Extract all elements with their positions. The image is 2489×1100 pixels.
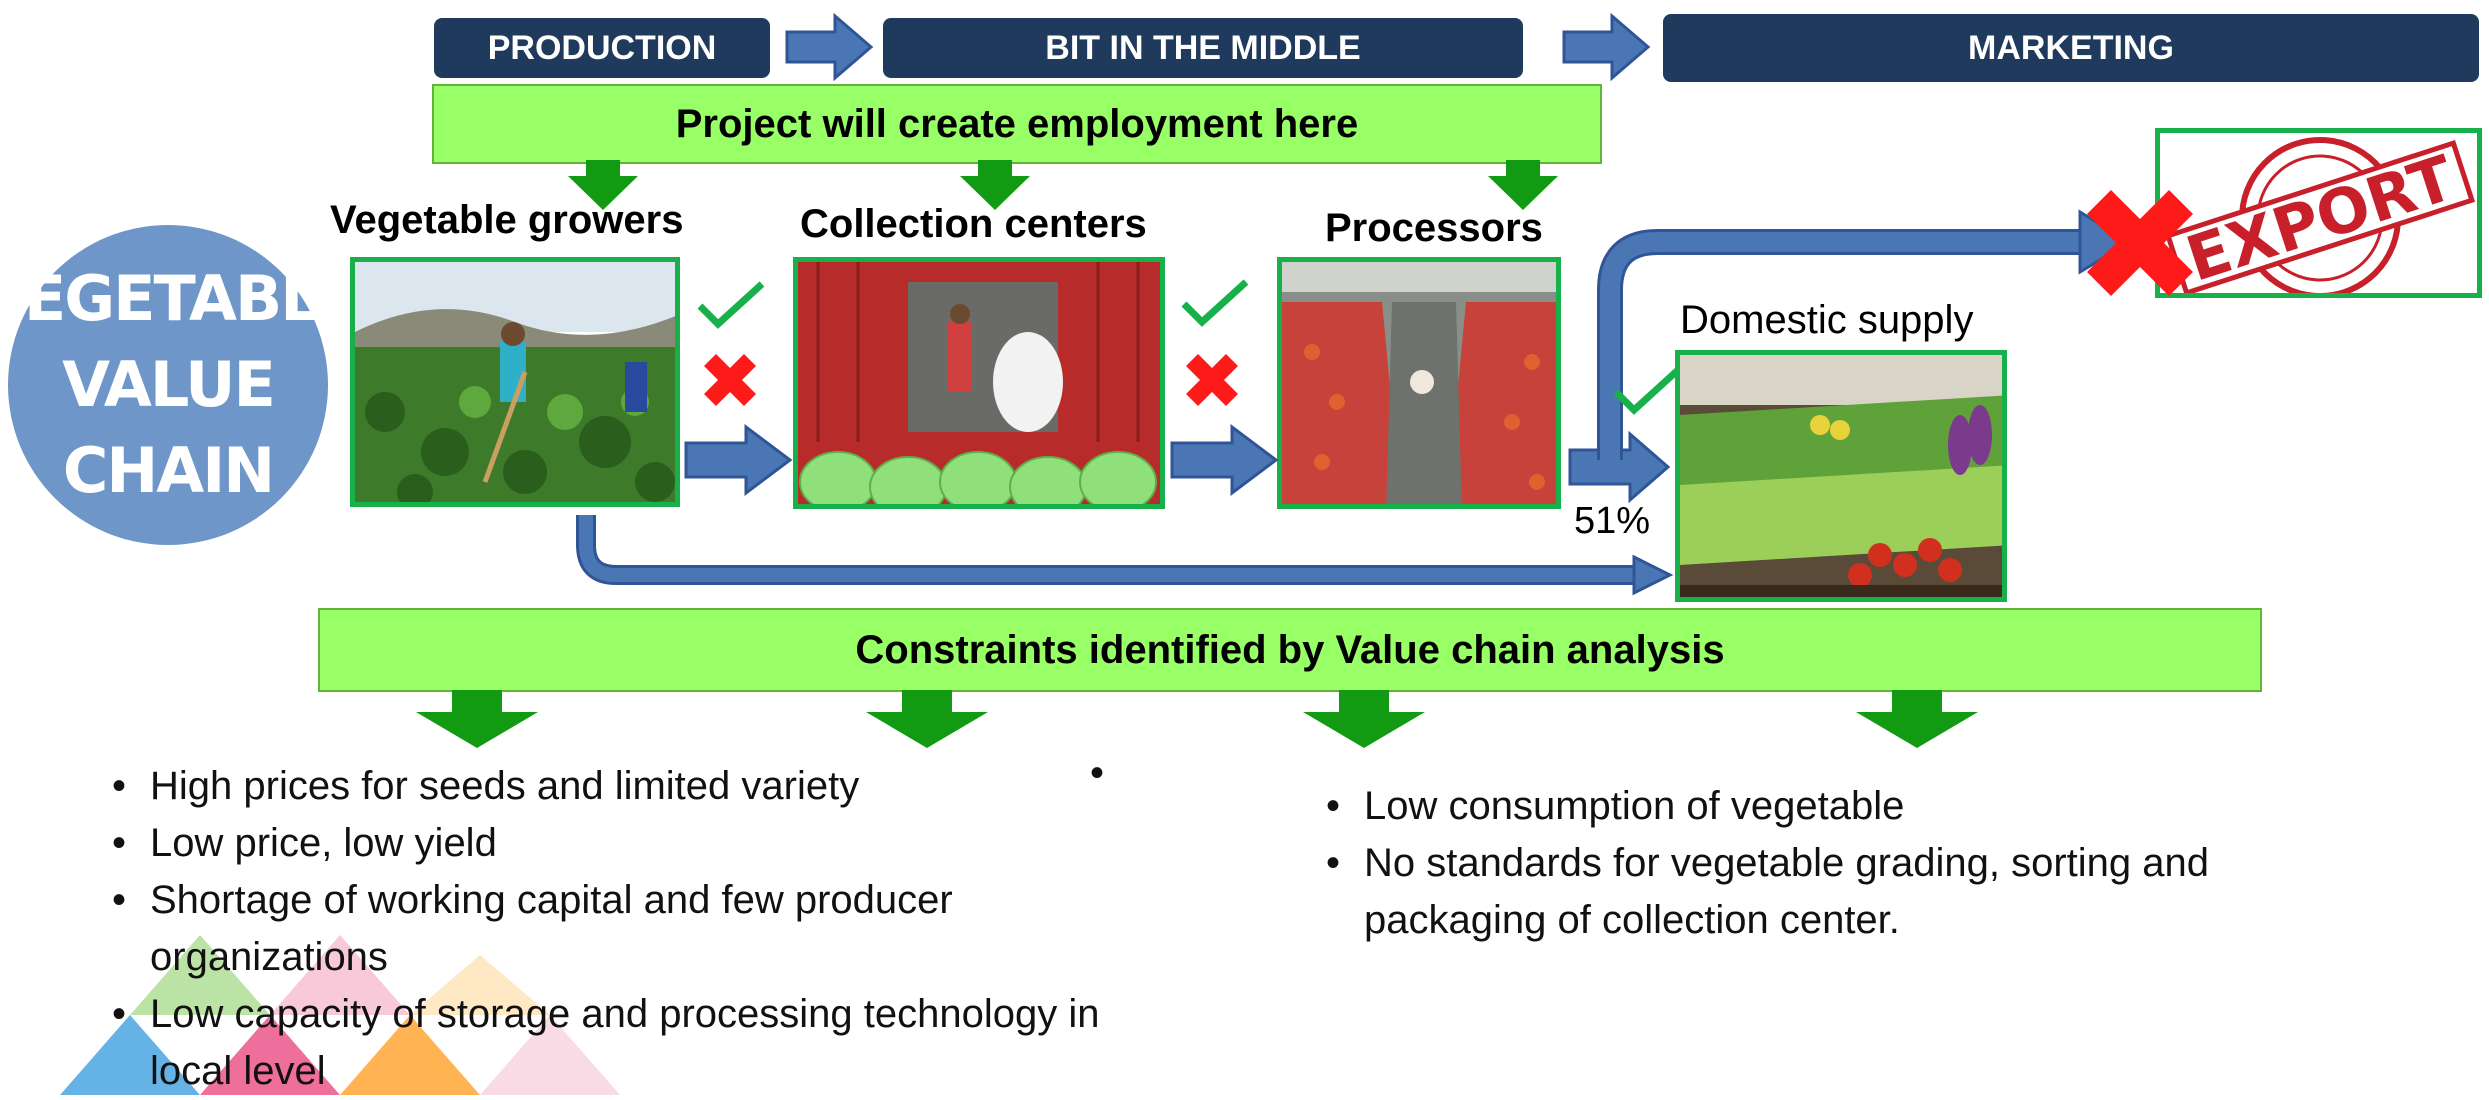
down-arrow-constraint-3 bbox=[1303, 690, 1425, 748]
down-arrow-processors bbox=[1488, 160, 1558, 210]
down-arrow-growers bbox=[568, 160, 638, 210]
right-bullet-list: Low consumption of vegetable No standard… bbox=[1326, 778, 2326, 949]
list-item: Shortage of working capital and few prod… bbox=[112, 872, 1152, 986]
check-icon bbox=[1181, 279, 1249, 327]
title-circle: VEGETABLE VALUE CHAIN bbox=[0, 225, 360, 545]
arrow-processors-to-domestic bbox=[1568, 430, 1671, 504]
domestic-photo bbox=[1675, 350, 2007, 602]
title-line-2: VALUE bbox=[62, 348, 276, 421]
list-item: Low capacity of storage and processing t… bbox=[112, 986, 1152, 1100]
check-icon bbox=[1613, 367, 1681, 415]
stage-arrow-1 bbox=[785, 12, 874, 82]
heading-domestic: Domestic supply bbox=[1680, 298, 1974, 342]
employment-bar: Project will create employment here bbox=[432, 84, 1602, 164]
share-label: 51% bbox=[1574, 500, 1651, 542]
title-line-3: CHAIN bbox=[62, 434, 275, 507]
export-stamp: EXPORT bbox=[2155, 128, 2482, 298]
arrow-growers-to-collection bbox=[684, 424, 793, 496]
arrow-collection-to-processors bbox=[1170, 424, 1279, 496]
constraints-bar: Constraints identified by Value chain an… bbox=[318, 608, 2262, 692]
check-icon bbox=[697, 281, 765, 329]
down-arrow-collection bbox=[960, 160, 1030, 210]
heading-growers: Vegetable growers bbox=[330, 198, 684, 242]
growers-photo bbox=[350, 257, 680, 507]
cross-icon bbox=[2087, 190, 2193, 296]
down-arrow-constraint-4 bbox=[1856, 690, 1978, 748]
stage-middle: BIT IN THE MIDDLE bbox=[883, 18, 1523, 78]
cross-icon bbox=[1186, 354, 1238, 406]
heading-processors: Processors bbox=[1325, 206, 1543, 250]
cross-icon bbox=[704, 354, 756, 406]
arrow-processors-to-export bbox=[1597, 209, 2133, 460]
heading-collection: Collection centers bbox=[800, 202, 1147, 246]
list-item: Low consumption of vegetable bbox=[1326, 778, 2326, 835]
stage-marketing: MARKETING bbox=[1663, 14, 2479, 82]
left-bullet-list: High prices for seeds and limited variet… bbox=[112, 758, 1152, 1100]
title-line-1: VEGETABLE bbox=[0, 262, 360, 335]
processors-photo bbox=[1277, 257, 1561, 509]
collection-photo bbox=[793, 257, 1165, 509]
list-item: High prices for seeds and limited variet… bbox=[112, 758, 1152, 815]
stage-arrow-2 bbox=[1562, 12, 1651, 82]
down-arrow-constraint-2 bbox=[866, 690, 988, 748]
list-item: No standards for vegetable grading, sort… bbox=[1326, 835, 2326, 949]
list-item: Low price, low yield bbox=[112, 815, 1152, 872]
stage-production: PRODUCTION bbox=[434, 18, 770, 78]
down-arrow-constraint-1 bbox=[416, 690, 538, 748]
arrow-growers-to-domestic bbox=[576, 515, 1674, 596]
